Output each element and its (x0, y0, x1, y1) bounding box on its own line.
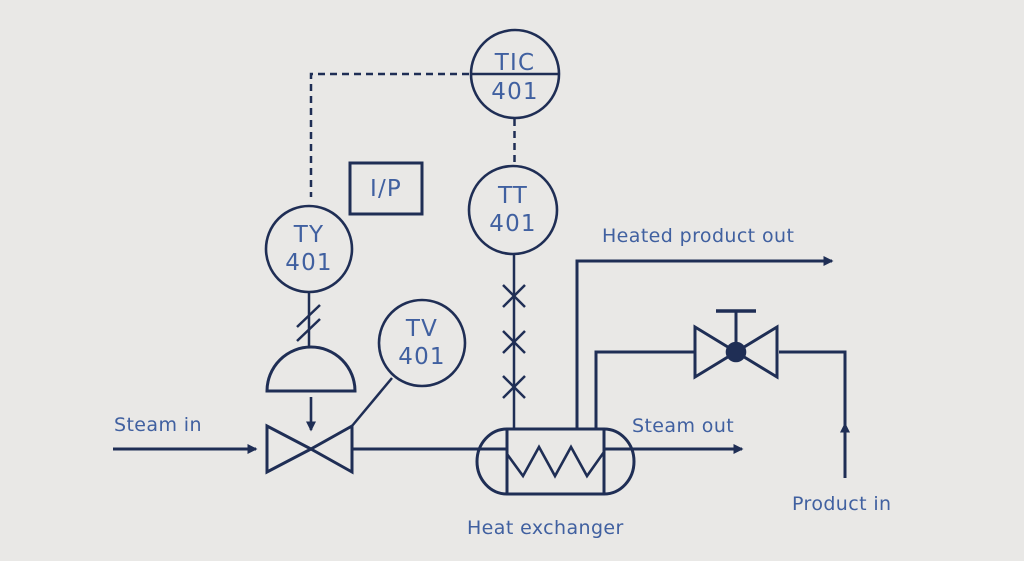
signal-lines-group (309, 72, 516, 197)
leader-line-tv-to-valve (351, 377, 393, 427)
tic-tag-number: 401 (491, 79, 539, 105)
tic-tag-letters: TIC (494, 50, 536, 76)
heated-product-out-line (575, 256, 834, 429)
tt-tag-number: 401 (489, 211, 537, 237)
control-valve-body-left (265, 423, 315, 475)
heated-product-out-label: Heated product out (602, 225, 794, 247)
manual-valve-plug-dot (725, 341, 747, 363)
steam-in-label: Steam in (114, 414, 202, 436)
symbols-group (264, 28, 779, 496)
tv-valve-tag-bubble (377, 298, 467, 388)
capillary-x-mark (502, 284, 526, 308)
manual-valve-body-left (693, 324, 739, 380)
instrument-lines-group (296, 254, 526, 429)
tt-tag-letters: TT (497, 183, 528, 209)
manual-valve-body-right (733, 324, 779, 380)
tv-tag-number: 401 (398, 344, 446, 370)
capillary-x-mark (502, 375, 526, 399)
tv-tag-letters: TV (405, 316, 438, 342)
ip-converter-label: I/P (370, 176, 402, 202)
tt-transmitter-bubble (467, 164, 559, 256)
pneumatic-slash-mark (296, 304, 321, 328)
pneumatic-slash-mark (296, 318, 321, 342)
diaphragm-actuator-dome (265, 345, 357, 393)
ip-converter-box (348, 161, 424, 216)
product-line-to-valve (779, 350, 847, 426)
heat-exchanger-label: Heat exchanger (467, 517, 624, 539)
steam-out-label: Steam out (632, 415, 734, 437)
product-in-label: Product in (792, 493, 892, 515)
ty-tag-number: 401 (285, 250, 333, 276)
process-lines-group (113, 256, 850, 478)
capillary-x-mark (502, 330, 526, 354)
labels-group: TIC 401 TT 401 TY 401 TV 401 I/P Steam i… (114, 50, 892, 539)
signal-line-tic-to-ty (309, 72, 469, 197)
control-valve-body-right (307, 423, 354, 475)
product-line-valve-to-exchanger (594, 350, 695, 429)
heat-exchanger-shell (475, 427, 636, 496)
ty-tag-letters: TY (293, 222, 325, 248)
heat-exchanger-coil-zigzag (505, 444, 606, 479)
ty-transducer-bubble (264, 204, 354, 294)
